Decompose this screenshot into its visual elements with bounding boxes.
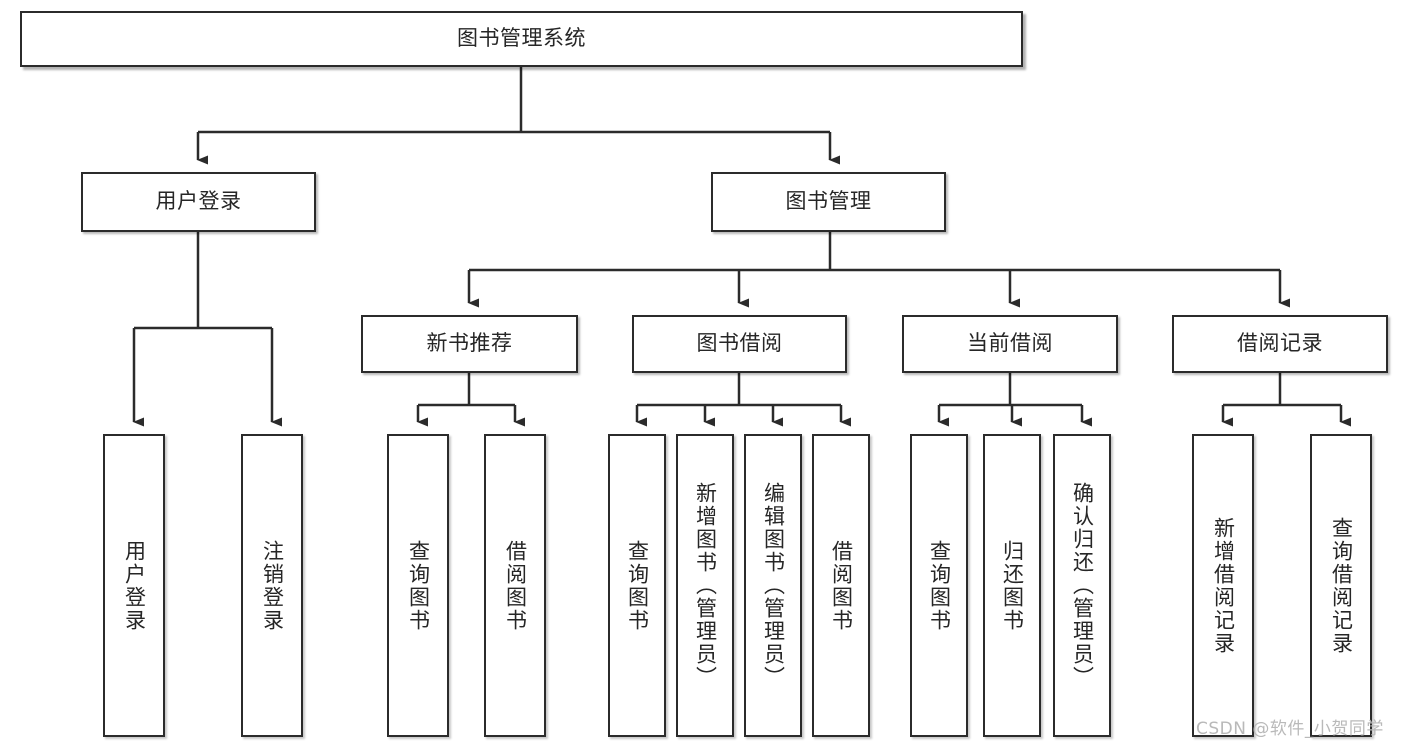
node-user-login[interactable]: 用户登录 — [81, 172, 316, 232]
node-label: 图书借阅 — [696, 331, 783, 356]
leaf-confirm-return-admin[interactable]: 确认归还（管理员） — [1053, 434, 1111, 737]
leaf-return-book[interactable]: 归还图书 — [983, 434, 1041, 737]
edge-book-manage-group — [467, 232, 1290, 308]
node-label: 借阅图书 — [829, 539, 854, 632]
node-label: 借阅记录 — [1237, 331, 1323, 356]
leaf-add-borrow-record[interactable]: 新增借阅记录 — [1192, 434, 1254, 737]
leaf-query-book-recommend[interactable]: 查询图书 — [387, 434, 449, 737]
node-label: 新增图书（管理员） — [693, 482, 718, 689]
node-label: 图书管理 — [785, 189, 872, 214]
leaf-borrow-book[interactable]: 借阅图书 — [812, 434, 870, 737]
leaf-add-book-admin[interactable]: 新增图书（管理员） — [676, 434, 734, 737]
edge-borrow-record-group — [1221, 373, 1351, 427]
edge-root-bus — [196, 130, 840, 165]
edge-book-borrow-group — [635, 373, 851, 427]
leaf-logout-login[interactable]: 注销登录 — [241, 434, 303, 737]
node-label: 用户登录 — [122, 539, 147, 632]
node-label: 当前借阅 — [967, 331, 1053, 356]
node-book-borrow[interactable]: 图书借阅 — [632, 315, 847, 373]
edge-new-book-group — [416, 373, 525, 427]
node-label: 图书管理系统 — [457, 26, 586, 51]
edge-user-login-group — [132, 232, 282, 427]
node-label: 查询借阅记录 — [1329, 516, 1354, 655]
edge-current-borrow-group — [937, 373, 1092, 427]
node-label: 新书推荐 — [426, 331, 513, 356]
node-borrow-record[interactable]: 借阅记录 — [1172, 315, 1388, 373]
leaf-borrow-book-recommend[interactable]: 借阅图书 — [484, 434, 546, 737]
leaf-user-login[interactable]: 用户登录 — [103, 434, 165, 737]
node-label: 编辑图书（管理员） — [761, 482, 786, 689]
node-label: 查询图书 — [406, 539, 431, 632]
node-root-system[interactable]: 图书管理系统 — [20, 11, 1023, 67]
leaf-query-borrow-record[interactable]: 查询借阅记录 — [1310, 434, 1372, 737]
node-label: 归还图书 — [1000, 539, 1025, 632]
node-label: 查询图书 — [927, 539, 952, 632]
node-label: 借阅图书 — [503, 539, 528, 632]
leaf-edit-book-admin[interactable]: 编辑图书（管理员） — [744, 434, 802, 737]
node-new-book-recommend[interactable]: 新书推荐 — [361, 315, 578, 373]
node-current-borrow[interactable]: 当前借阅 — [902, 315, 1118, 373]
leaf-query-book-current[interactable]: 查询图书 — [910, 434, 968, 737]
node-label: 新增借阅记录 — [1211, 516, 1236, 655]
node-label: 确认归还（管理员） — [1070, 482, 1095, 689]
node-label: 用户登录 — [155, 189, 242, 214]
leaf-query-book-borrow[interactable]: 查询图书 — [608, 434, 666, 737]
node-label: 查询图书 — [625, 539, 650, 632]
node-book-management[interactable]: 图书管理 — [711, 172, 946, 232]
node-label: 注销登录 — [260, 539, 285, 632]
